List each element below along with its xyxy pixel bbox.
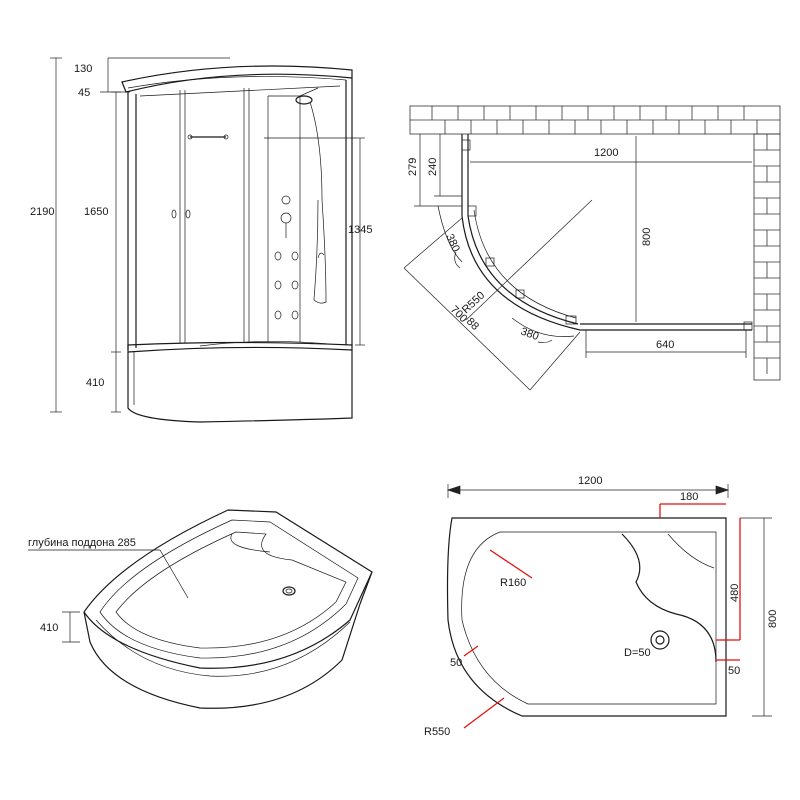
dim-plan-depth: 800 bbox=[641, 228, 653, 246]
dim-380-bottom: 380 bbox=[519, 326, 540, 344]
dim-279: 279 bbox=[407, 158, 419, 176]
dim-top-gap: 45 bbox=[78, 87, 90, 99]
tray-plan-width: 1200 bbox=[578, 475, 602, 487]
tray-height-dim: 410 bbox=[40, 622, 58, 634]
dim-glass-height: 1650 bbox=[84, 206, 108, 218]
tray-depth-label: глубина поддона 285 bbox=[28, 537, 136, 549]
tray-dim-drain: D=50 bbox=[624, 647, 651, 659]
tray-dim-r550: R550 bbox=[424, 726, 450, 738]
tray-dim-50-left: 50 bbox=[450, 657, 462, 669]
dim-panel-height: 1345 bbox=[348, 224, 372, 236]
dim-380-top: 380 bbox=[443, 232, 462, 254]
tray-dim-800: 800 bbox=[767, 610, 779, 628]
brick-pattern-top bbox=[431, 106, 758, 134]
tray-dim-50-right: 50 bbox=[728, 665, 740, 677]
brick-pattern-right bbox=[754, 134, 780, 374]
tray-dim-180: 180 bbox=[680, 491, 698, 503]
tray-plan-view: 1200 180 480 800 50 R160 D=50 50 R550 bbox=[424, 475, 779, 738]
dim-top-cap: 130 bbox=[74, 63, 92, 75]
tray-dim-480: 480 bbox=[729, 584, 741, 602]
tray-dim-r160: R160 bbox=[500, 577, 526, 589]
dim-tray-height: 410 bbox=[86, 377, 104, 389]
dim-total-height: 2190 bbox=[30, 206, 54, 218]
dim-240: 240 bbox=[427, 158, 439, 176]
plan-view: 1200 800 279 240 380 R550 700 88 380 640 bbox=[403, 105, 781, 391]
dim-plan-width: 1200 bbox=[594, 147, 618, 159]
front-view: 2190 130 45 1650 410 bbox=[30, 57, 372, 423]
tray-3d-view: глубина поддона 285 410 bbox=[28, 509, 373, 709]
dim-640: 640 bbox=[656, 339, 674, 351]
